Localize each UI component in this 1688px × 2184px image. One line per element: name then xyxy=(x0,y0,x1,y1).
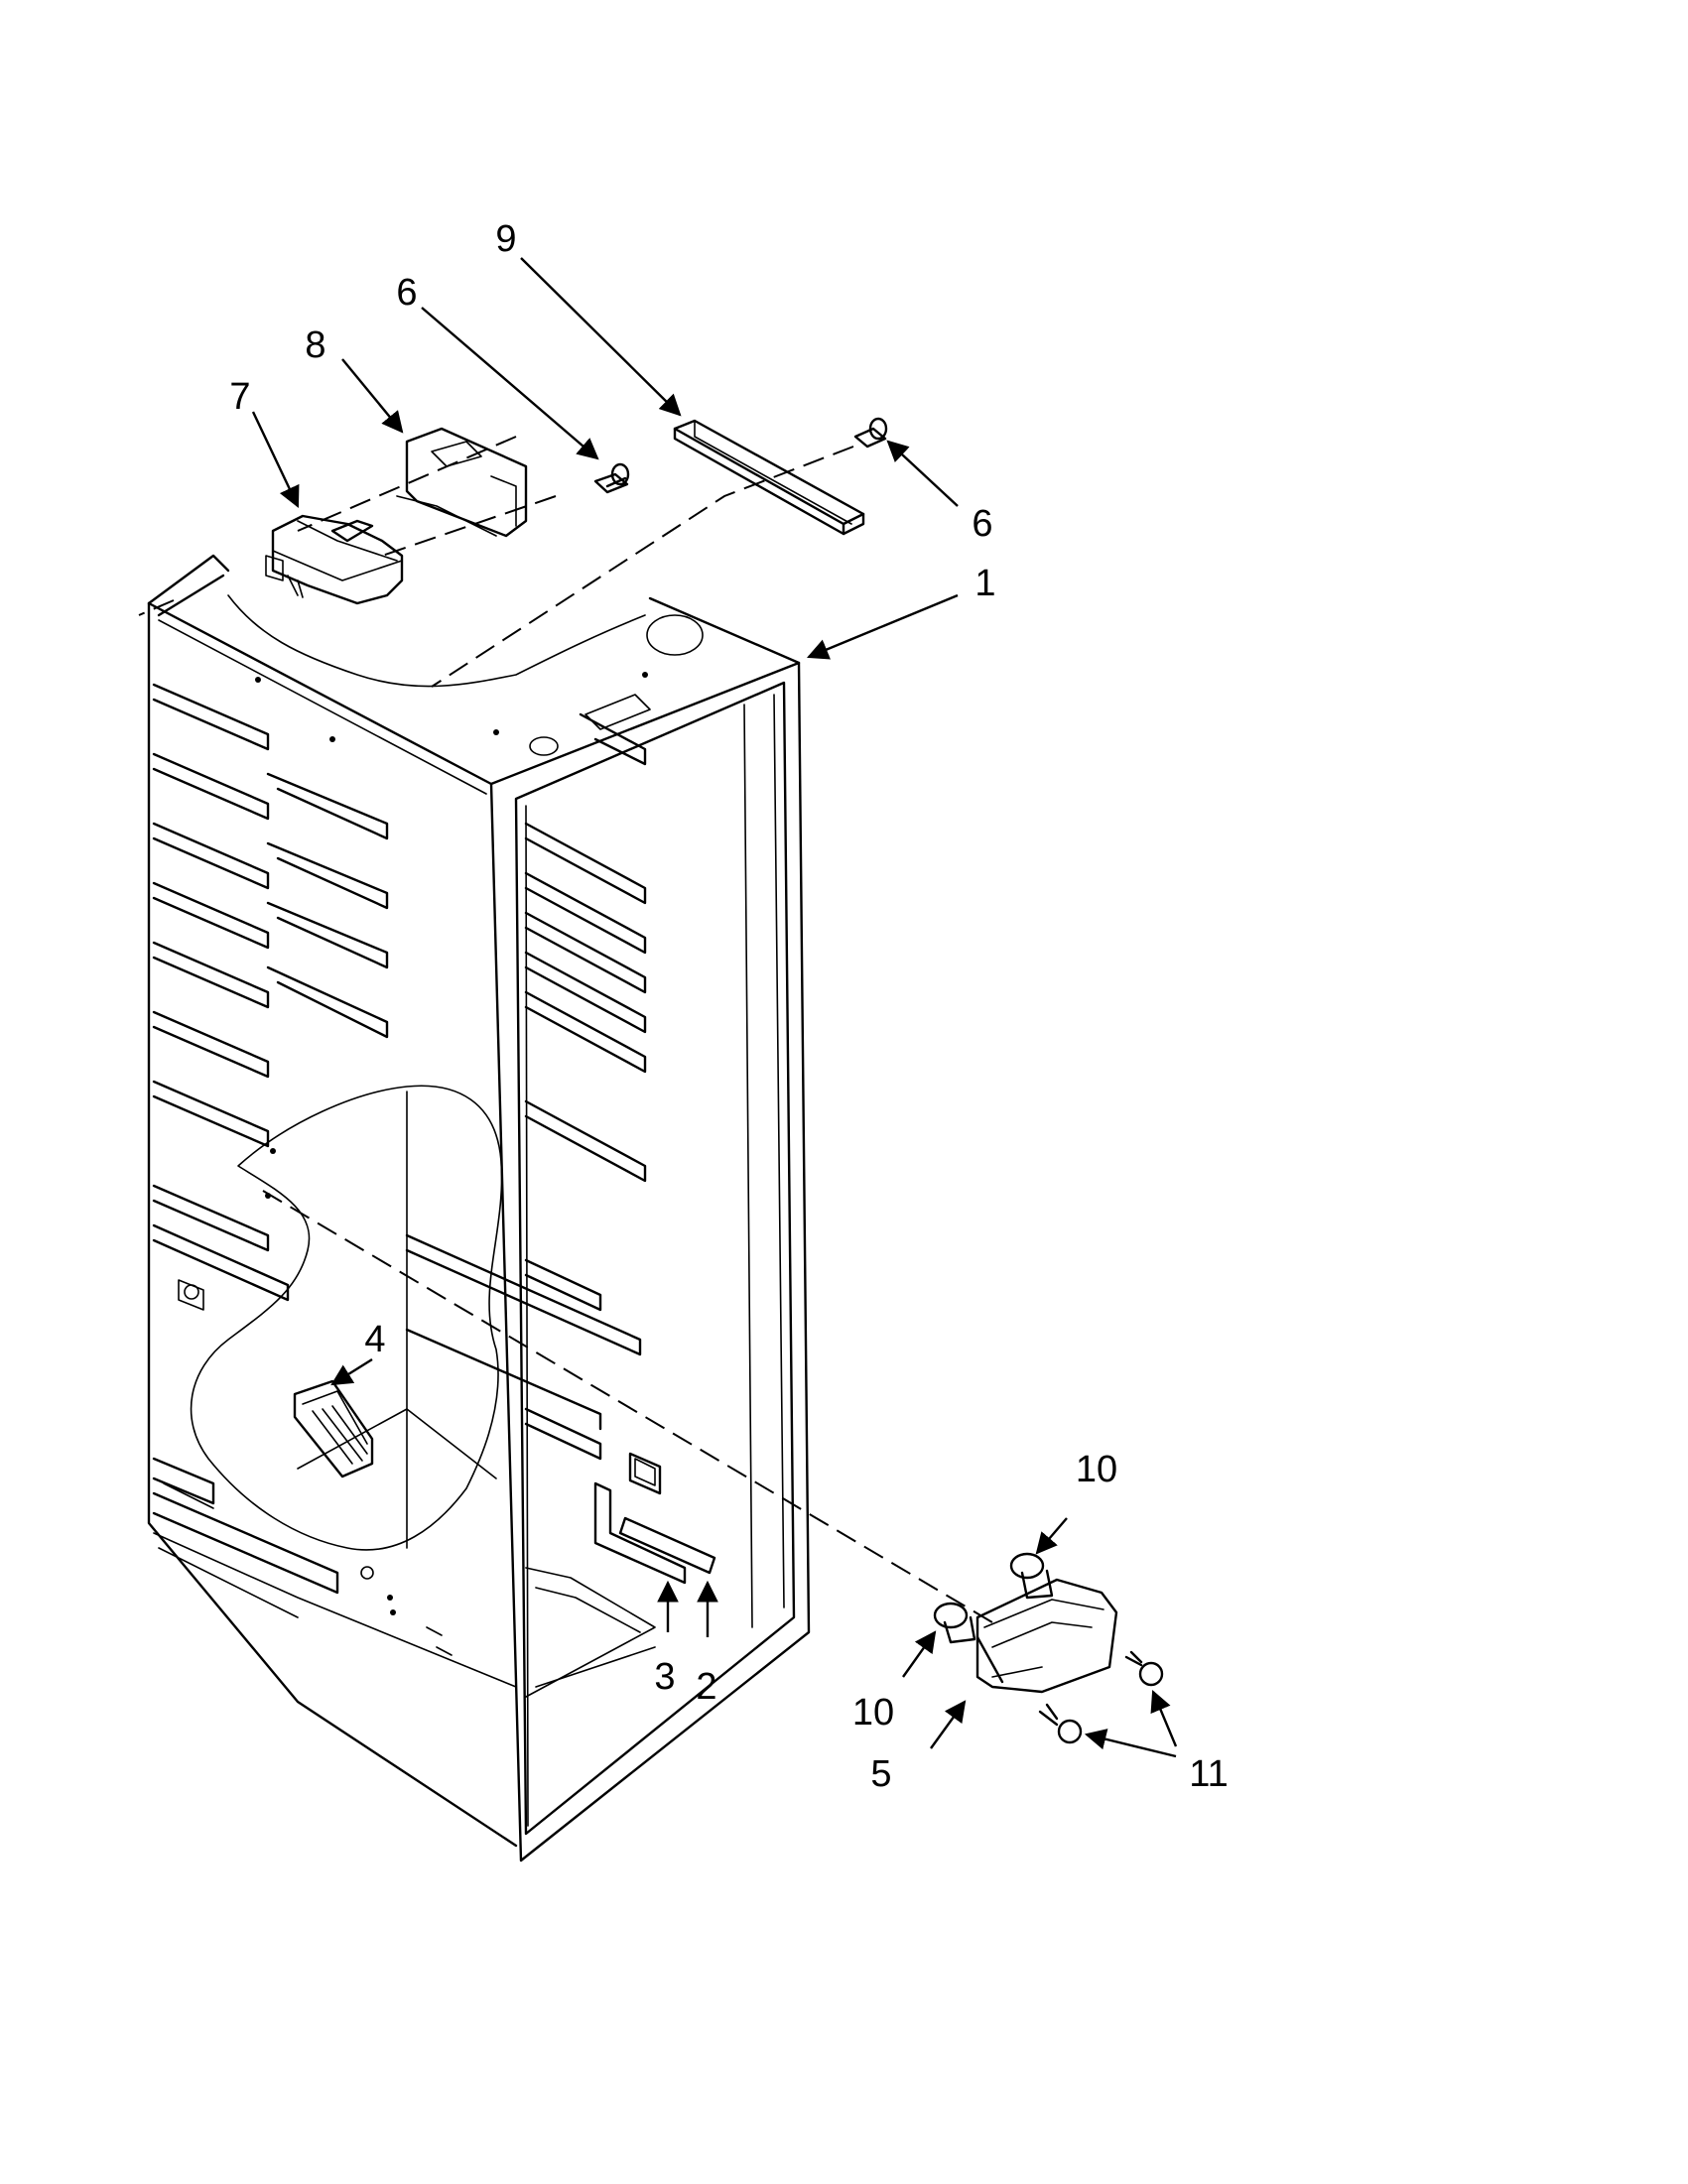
part-11-bulb-a xyxy=(1124,1650,1164,1687)
part-5-light-housing xyxy=(975,1578,1118,1694)
callout-9: 9 xyxy=(495,218,516,260)
callout-8: 8 xyxy=(305,324,325,366)
part-4-grille xyxy=(293,1379,374,1478)
callout-7: 7 xyxy=(229,376,250,418)
callout-6-right: 6 xyxy=(972,503,992,545)
liner-assembly xyxy=(147,554,811,1863)
part-7-switch xyxy=(265,514,404,605)
callout-10-upper: 10 xyxy=(1076,1449,1117,1490)
callout-labels: 9 6 8 7 6 1 4 3 2 10 10 5 11 xyxy=(229,218,1228,1795)
callout-5: 5 xyxy=(870,1753,891,1795)
part-6-screw-b xyxy=(853,417,888,449)
callout-11: 11 xyxy=(1189,1753,1228,1795)
part-9-trim-bar xyxy=(673,419,865,536)
callout-1: 1 xyxy=(974,563,995,604)
callout-10-lower: 10 xyxy=(852,1692,894,1734)
callout-2: 2 xyxy=(696,1666,716,1708)
part-6-screw-a xyxy=(593,462,630,494)
alignment-lines xyxy=(138,436,993,1623)
leader-lines xyxy=(251,257,1178,1758)
right-shelf-ribs xyxy=(405,712,647,1461)
left-shelf-ribs xyxy=(152,683,389,1595)
part-11-bulb-b xyxy=(1038,1703,1083,1744)
part-8-bracket xyxy=(396,427,528,538)
part-10-socket-b xyxy=(933,1602,976,1644)
callout-6-upper: 6 xyxy=(396,272,417,314)
callout-3: 3 xyxy=(654,1656,675,1698)
part-10-socket-a xyxy=(1009,1552,1054,1600)
callout-4: 4 xyxy=(364,1319,385,1360)
